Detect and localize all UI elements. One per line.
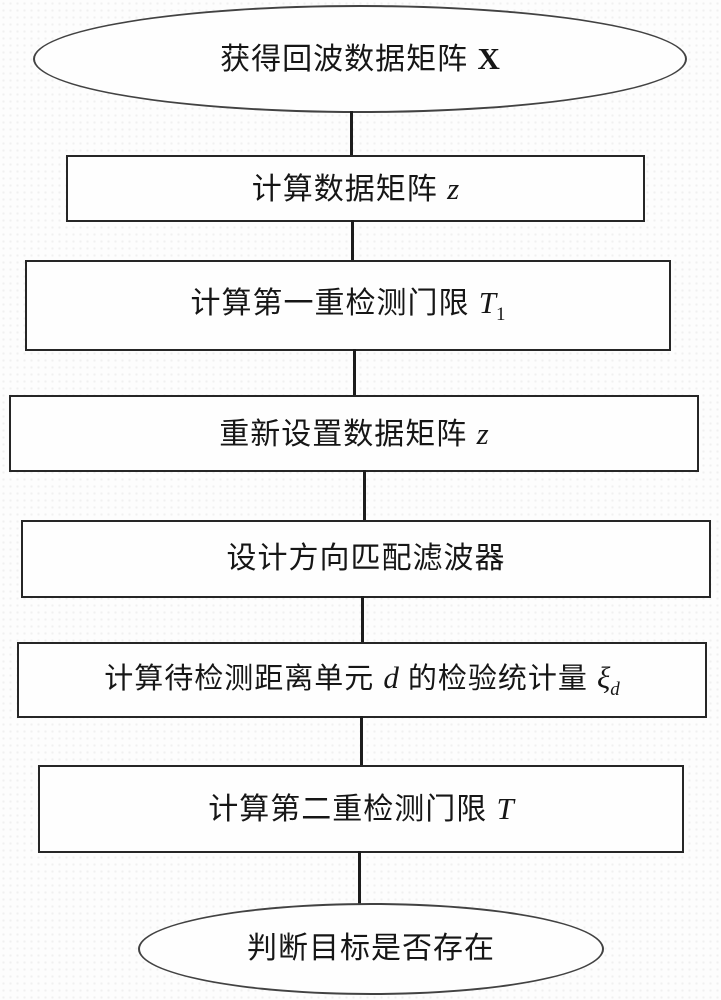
label-text: 设计方向匹配滤波器: [226, 542, 506, 575]
start-node-label: 获得回波数据矩阵 X: [220, 43, 500, 75]
math-symbol-T1: T: [478, 285, 497, 320]
math-symbol-T: T: [496, 791, 514, 826]
connector-line: [351, 220, 354, 262]
math-symbol-X: X: [477, 41, 500, 76]
step-label: 计算第一重检测门限 T1: [190, 287, 505, 324]
step-node-compute-test-statistic: 计算待检测距离单元 d 的检验统计量 ξd: [17, 642, 707, 718]
connector-line: [353, 349, 356, 397]
step-node-reset-data-matrix: 重新设置数据矩阵 z: [9, 395, 699, 472]
step-label: 设计方向匹配滤波器: [227, 544, 506, 574]
step-node-first-detection-threshold: 计算第一重检测门限 T1: [25, 260, 671, 351]
connector-line: [358, 851, 361, 905]
step-node-second-detection-threshold: 计算第二重检测门限 T: [38, 765, 684, 853]
step-node-design-matched-filter: 设计方向匹配滤波器: [21, 520, 711, 598]
math-subscript-1: 1: [496, 304, 506, 325]
label-text: 的检验统计量: [398, 662, 597, 695]
label-text: 计算待检测距离单元: [104, 662, 384, 695]
label-text: 计算第一重检测门限: [190, 287, 479, 320]
label-text: 计算数据矩阵: [251, 172, 448, 206]
end-node-decide-target-presence: 判断目标是否存在: [138, 903, 604, 995]
end-node-label: 判断目标是否存在: [247, 934, 495, 964]
label-text: 计算第二重检测门限: [208, 793, 497, 826]
math-symbol-xi: ξ: [596, 659, 611, 695]
label-text: 获得回波数据矩阵: [220, 43, 478, 76]
step-label: 计算待检测距离单元 d 的检验统计量 ξd: [104, 662, 619, 699]
math-symbol-z: z: [476, 415, 489, 451]
step-label: 计算数据矩阵 z: [252, 173, 459, 205]
math-symbol-d: d: [383, 659, 399, 695]
step-label: 计算第二重检测门限 T: [208, 793, 514, 825]
math-subscript-d: d: [610, 678, 620, 700]
connector-line: [361, 596, 364, 644]
step-label: 重新设置数据矩阵 z: [219, 418, 488, 450]
connector-line: [363, 470, 366, 522]
math-symbol-z: z: [447, 170, 460, 206]
label-text: 重新设置数据矩阵: [219, 417, 477, 451]
label-text: 判断目标是否存在: [247, 932, 495, 965]
connector-line: [350, 111, 353, 157]
connector-line: [360, 716, 363, 767]
step-node-compute-data-matrix: 计算数据矩阵 z: [66, 155, 645, 222]
start-node-acquire-echo-data: 获得回波数据矩阵 X: [33, 5, 687, 113]
